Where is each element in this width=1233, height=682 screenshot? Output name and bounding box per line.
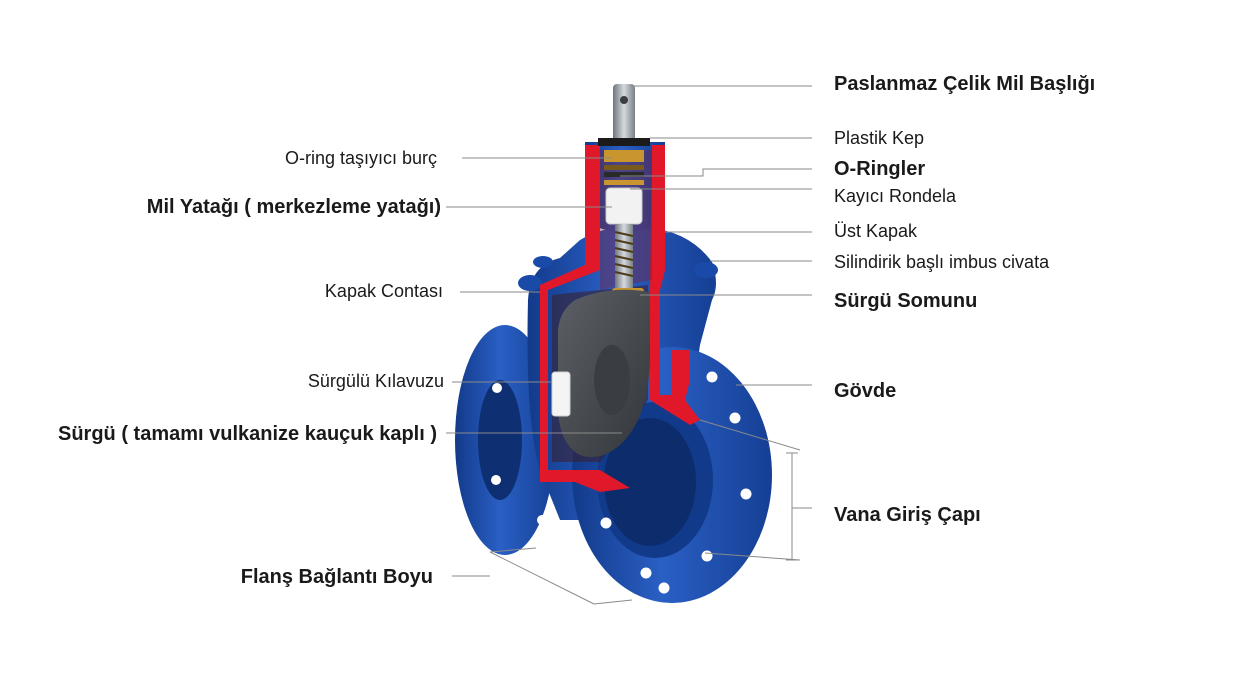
label-wedge: Sürgü ( tamamı vulkanize kauçuk kaplı ) [57, 423, 437, 445]
label-bonnet-gasket: Kapak Contası [324, 281, 443, 301]
label-face-to-face: Flanş Bağlantı Boyu [240, 566, 433, 588]
label-oring-sleeve: O-ring taşıyıcı burç [284, 148, 437, 168]
label-stem-head: Paslanmaz Çelik Mil Başlığı [834, 73, 1096, 95]
label-body: Gövde [834, 380, 897, 402]
label-o-rings: O-Ringler [834, 158, 926, 180]
wedge [551, 289, 650, 458]
leader-lines [446, 85, 812, 605]
label-stem-bearing: Mil Yatağı ( merkezleme yatağı) [146, 196, 441, 218]
label-sliding-washer: Kayıcı Rondela [834, 186, 957, 206]
front-flange [572, 347, 772, 603]
label-wedge-guide: Sürgülü Kılavuzu [307, 371, 444, 391]
label-plastic-cap: Plastik Kep [834, 128, 925, 148]
label-stem-nut: Sürgü Somunu [834, 290, 978, 312]
label-top-cover: Üst Kapak [834, 221, 918, 241]
label-cap-screw: Silindirik başlı imbus civata [834, 252, 1050, 272]
label-inlet-diameter: Vana Giriş Çapı [834, 504, 981, 526]
